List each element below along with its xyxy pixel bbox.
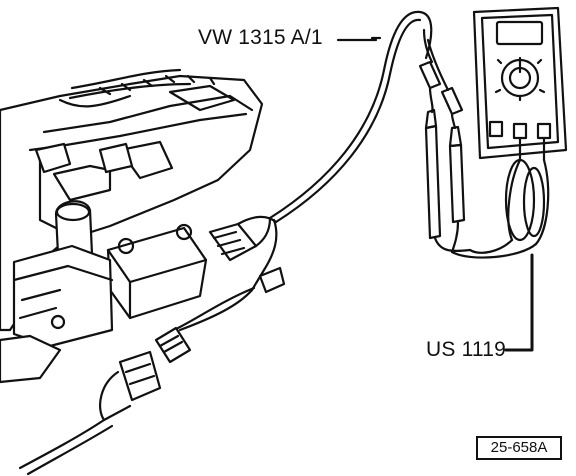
multimeter-jack-com [488, 120, 504, 138]
leader-lines [336, 38, 534, 352]
coil-connector [208, 215, 278, 262]
control-unit [106, 223, 208, 320]
cable-vw-1315 [268, 10, 433, 224]
multimeter [472, 6, 568, 162]
label-vw-1315-a1: VW 1315 A/1 [198, 26, 323, 49]
label-us-1119: US 1119 [426, 338, 507, 361]
test-probes [424, 108, 472, 254]
multimeter-display [495, 20, 544, 46]
lower-housing [0, 244, 114, 384]
ignition-boots [34, 142, 134, 267]
figure-number: 25-658A [476, 436, 562, 460]
harness-plug [18, 350, 162, 476]
multimeter-leads [450, 158, 550, 259]
test-lead-cable [178, 218, 286, 332]
loose-connector [154, 286, 256, 364]
adapter-plugs [418, 28, 464, 130]
